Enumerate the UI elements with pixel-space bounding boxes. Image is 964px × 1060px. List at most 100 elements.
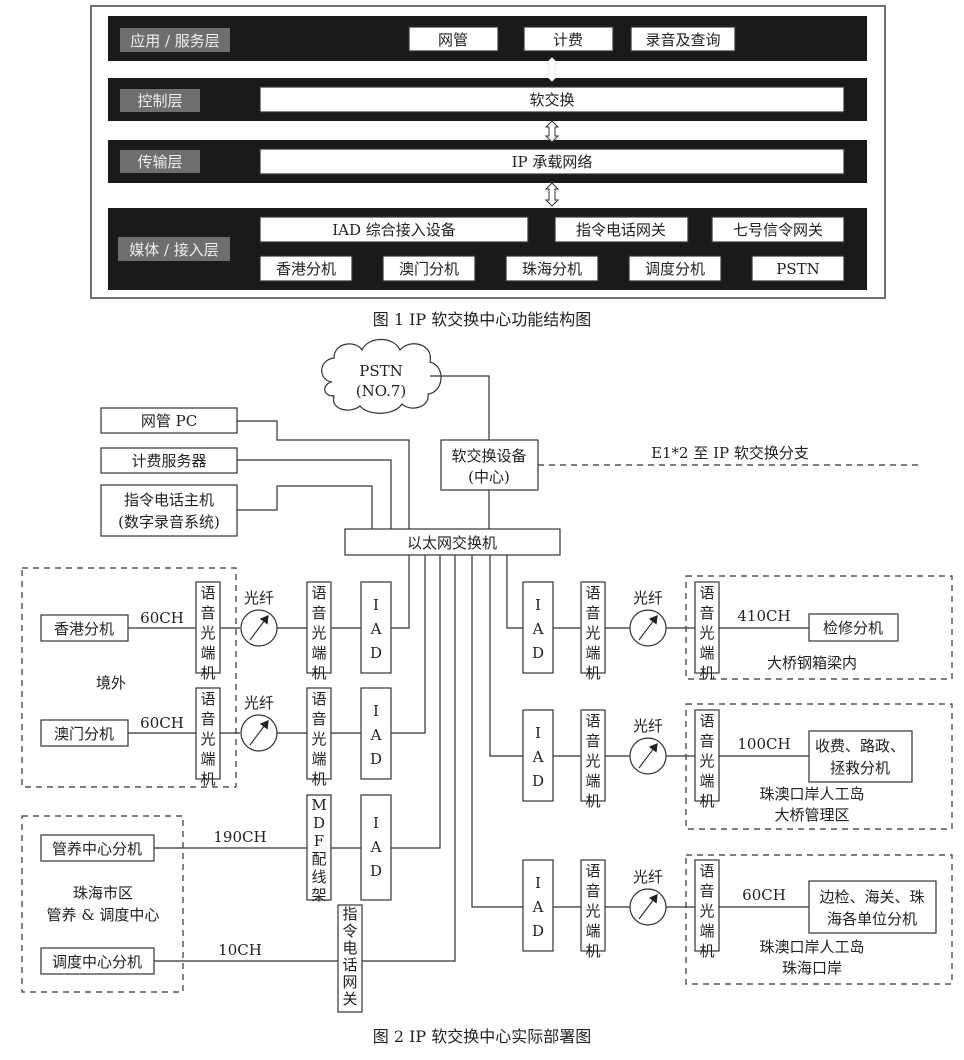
island-mgmt-label: 珠澳口岸人工岛 [759,785,864,803]
media-box-iad-label: IAD 综合接入设备 [332,221,456,239]
media-box-zhuhai [505,255,599,282]
macau-fiber-needle [249,720,269,746]
layer-label-media: 媒体 / 接入层 [129,241,219,259]
mgmt-channel-label: 190CH [213,828,266,846]
layer-label-application: 应用 / 服务层 [130,32,220,50]
toll-fiber-label: 光纤 [633,717,663,735]
border-channel-label: 60CH [742,886,786,904]
layer-label-bg-media [118,237,230,261]
media-box-pstn-label: PSTN [776,260,820,278]
border-extension-label: 边检、海关、珠 [819,888,924,906]
line-ethernet-toll-iad [489,555,523,757]
hk-fiber-needle [249,615,269,641]
media-box-dispatch-label: 调度分机 [645,260,705,278]
e1-label: E1*2 至 IP 软交换分支 [651,444,809,462]
layer-label-bg-transport [120,150,200,173]
line-netmgmt-ethernet [237,420,410,529]
dispatch-center-extension [40,947,155,975]
pstn-sublabel: (NO.7) [356,382,407,400]
toll-voice-terminal-right-label: 语音光端机 [699,712,714,810]
macau-voice-terminal-left [195,687,221,780]
mgmt-center-extension [40,834,155,862]
toll-voice-terminal-right [694,709,720,802]
media-box-ss7-gateway [711,216,845,243]
softswitch-device-sublabel: (中心) [468,468,510,486]
hk-extension-label: 香港分机 [54,620,114,638]
overseas-label: 境外 [96,674,126,692]
line-pstn-softswitch [430,375,490,440]
media-box-macau [382,255,476,282]
hk-channel-label: 60CH [140,609,184,627]
media-box-ss7-gateway-label: 七号信令网关 [733,221,823,239]
border-extension-sublabel: 海各单位分机 [827,910,917,928]
group-bridge-girder [685,575,953,680]
transport-box-ip-label: IP 承载网络 [512,153,593,171]
netmgmt-pc-label: 网管 PC [141,412,197,430]
repair-fiber-label: 光纤 [633,589,663,607]
border-voice-terminal-left [580,859,606,952]
line-macau-iad-ethernet [391,555,426,734]
border-iad [522,859,554,952]
line-ethernet-repair-iad [506,555,523,629]
macau-channel-label: 60CH [140,714,184,732]
island-mgmt-sublabel: 大桥管理区 [774,806,849,824]
toll-extension-label: 收费、路政、 [815,737,905,755]
control-box-softswitch-label: 软交换 [529,91,574,109]
line-gateway-ethernet [362,555,456,962]
app-box-netmgmt-label: 网管 [438,31,468,49]
ethernet-switch-label: 以太网交换机 [407,534,497,552]
layer-arrow-app-control [544,57,560,82]
media-box-macau-label: 澳门分机 [399,260,459,278]
media-box-zhuhai-label: 珠海分机 [522,260,582,278]
media-box-pstn [751,255,845,282]
macau-iad [360,687,392,780]
toll-voice-terminal-left-label: 语音光端机 [585,712,600,810]
transport-box-ip [259,148,845,175]
layer-arrow-transport-media [544,182,560,207]
media-box-cmd-gateway [554,216,689,243]
repair-voice-terminal-right-label: 语音光端机 [699,584,714,682]
dispatch-channel-label: 10CH [218,941,262,959]
fig1-structure: 应用 / 服务层 控制层 传输层 媒体 / 接入层 网管 计费 录音及查询 软交… [90,5,886,329]
bridge-girder-label: 大桥钢箱梁内 [767,654,857,672]
app-box-netmgmt [408,26,499,52]
macau-voice-terminal-left-label: 语音光端机 [200,690,215,788]
line-cmdhost-ethernet [237,485,373,529]
billing-server-label: 计费服务器 [131,452,206,470]
group-zhuhai-center [21,815,184,993]
repair-extension-label: 检修分机 [823,619,883,637]
media-box-dispatch [628,255,722,282]
island-port-label: 珠澳口岸人工岛 [759,938,864,956]
control-box-softswitch [259,86,845,113]
fig2-deployment: PSTN (NO.7) 软交换设备 (中心) E1*2 至 IP 软交换分支 网… [21,338,953,1046]
line-billing-ethernet [237,459,392,529]
mgmt-center-extension-label: 管养中心分机 [52,840,142,858]
media-box-cmd-gateway-label: 指令电话网关 [576,221,666,239]
command-phone-gateway [337,904,363,1013]
border-fiber-needle [638,894,658,920]
layer-label-bg-application [120,28,230,52]
line-ethernet-border-iad [471,555,523,908]
border-fiber-label: 光纤 [633,868,663,886]
line-hk-iad-ethernet [391,555,410,629]
hk-voice-terminal-left [195,581,221,674]
mdf-iad [360,794,392,901]
command-phone-host-sublabel: (数字录音系统) [118,513,220,531]
border-extension [808,880,937,934]
media-box-hk-label: 香港分机 [276,260,336,278]
macau-fiber-label: 光纤 [244,694,274,712]
softswitch-device-label: 软交换设备 [451,447,526,465]
pstn-label: PSTN [359,362,403,380]
border-voice-terminal-right-label: 语音光端机 [699,862,714,960]
toll-extension [808,730,913,783]
toll-fiber-needle [638,743,658,769]
toll-extension-sublabel: 拯救分机 [830,759,890,777]
repair-voice-terminal-left-label: 语音光端机 [585,584,600,682]
layer-label-bg-control [120,89,200,112]
border-voice-terminal-left-label: 语音光端机 [585,862,600,960]
fig1-caption: 图 1 IP 软交换中心功能结构图 [373,310,592,329]
